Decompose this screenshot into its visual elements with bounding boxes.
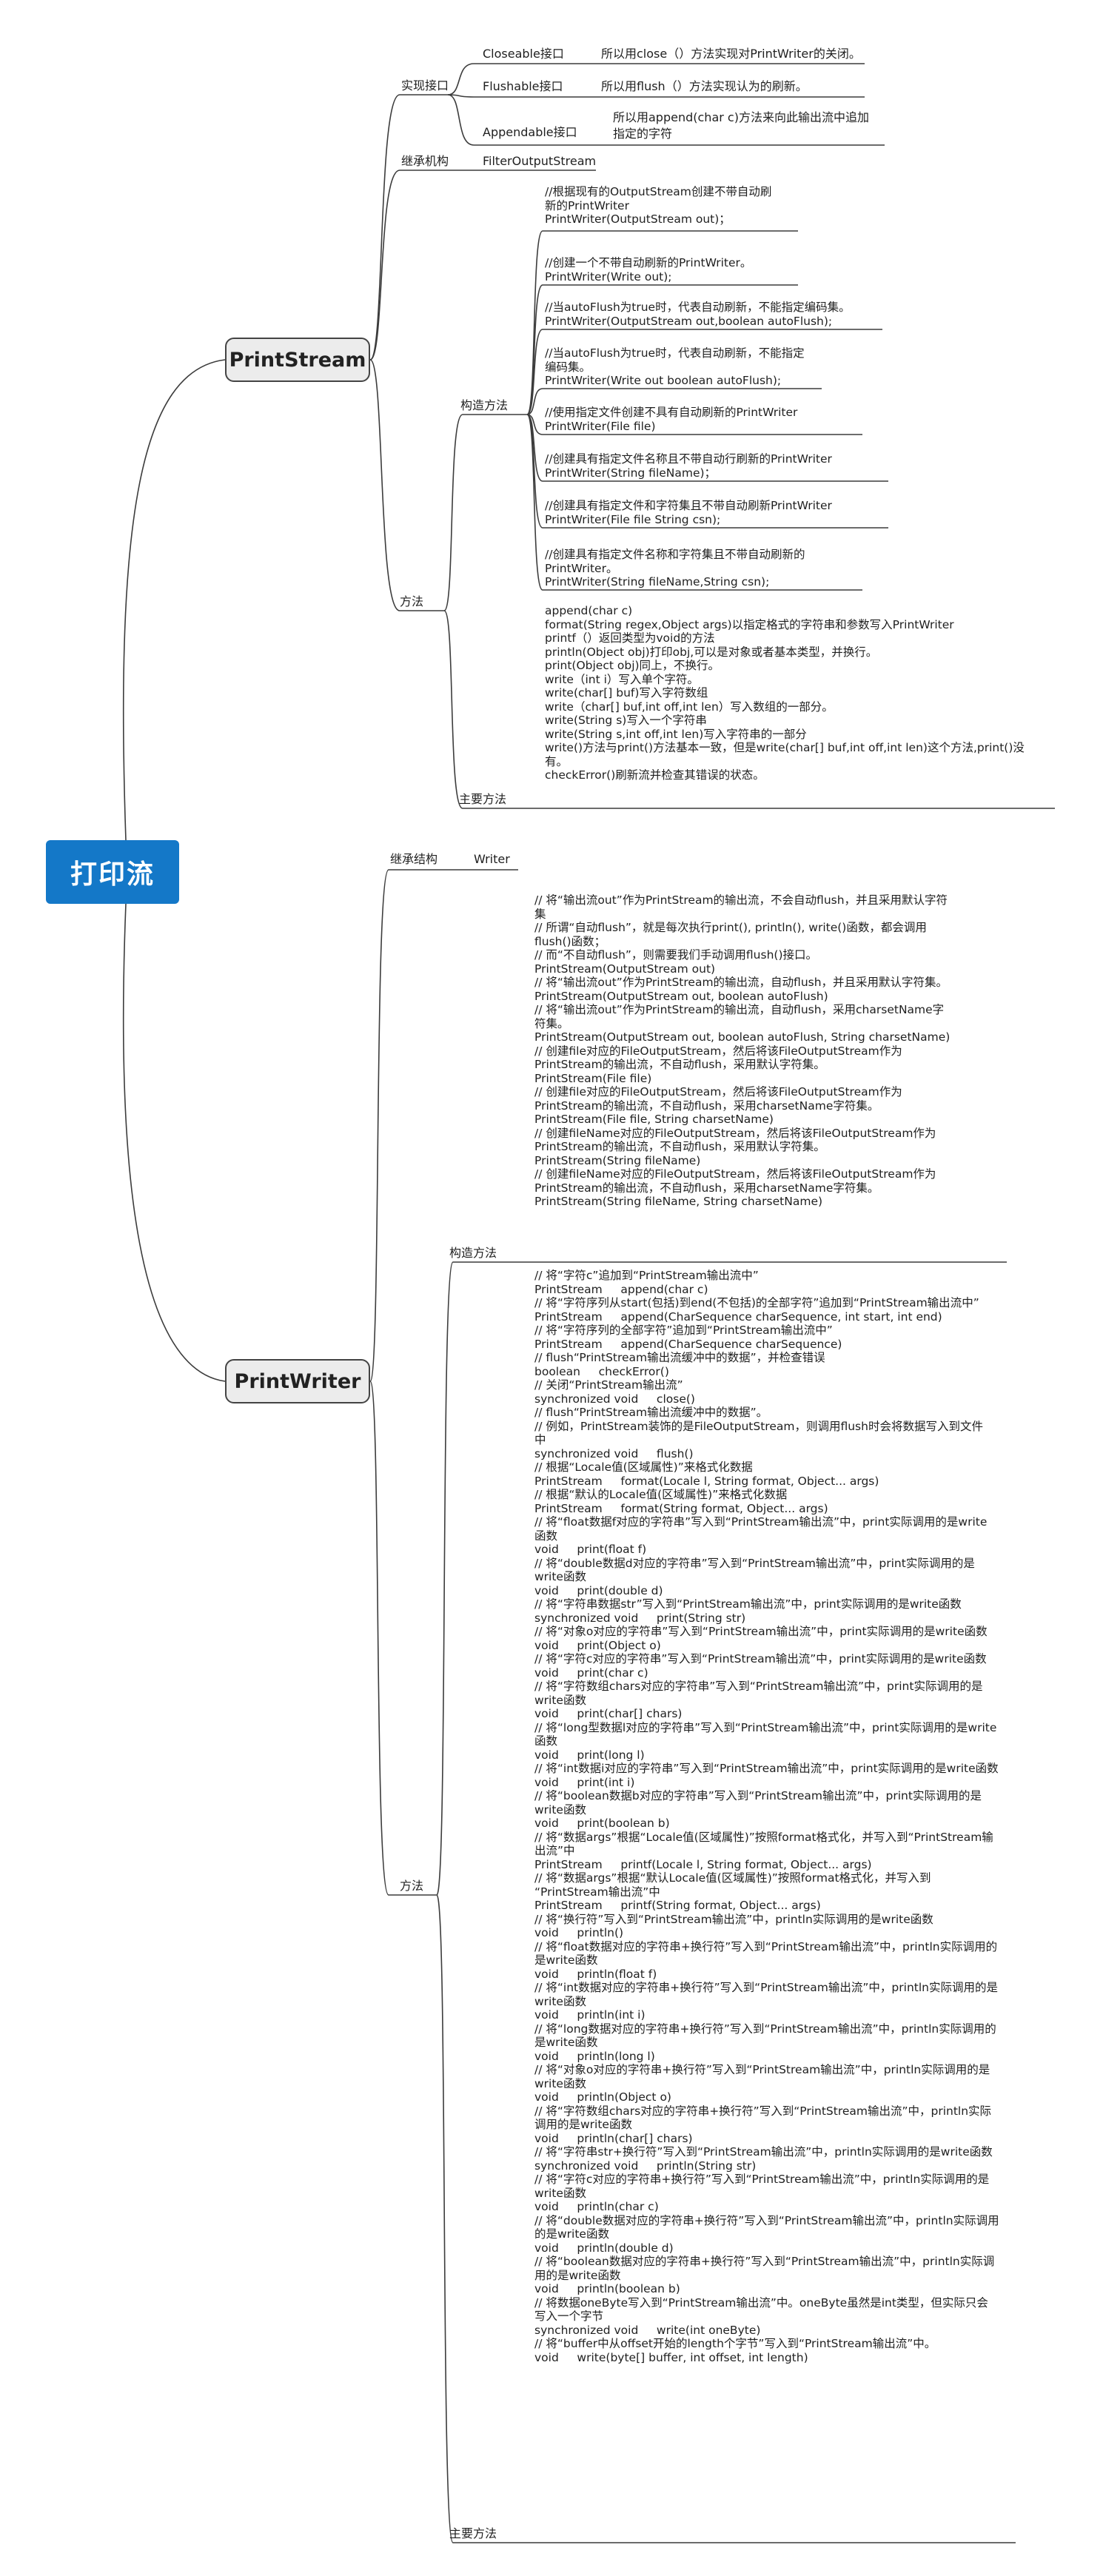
inherit-label: 继承机构 [401,154,449,168]
ctor-item: //创建具有指定文件和字符集且不带自动刷新PrintWriter PrintWr… [545,499,832,526]
root-node: 打印流 [46,840,179,904]
impl-desc: 所以用flush（）方法实现认为的刷新。 [601,79,808,93]
node-printwriter: PrintWriter [225,1359,370,1403]
impl-label: 实现接口 [401,78,449,93]
ctor-item: //使用指定文件创建不具有自动刷新的PrintWriter PrintWrite… [545,406,798,433]
main-methods-label: 主要方法 [459,792,507,806]
ctor-item: //当autoFlush为true时，代表自动刷新，不能指定编码集。 Print… [545,301,851,328]
pw-inherit-label: 继承结构 [390,852,438,866]
ctor-item: //当autoFlush为true时，代表自动刷新，不能指定 编码集。 Prin… [545,346,805,387]
impl-name: Closeable接口 [483,47,564,61]
inherit-value: FilterOutputStream [483,154,597,168]
pw-main-text: // 将“字符c”追加到“PrintStream输出流中” PrintStrea… [534,1269,999,2364]
ctor-label: 构造方法 [460,398,509,412]
ctor-item: //根据现有的OutputStream创建不带自动刷 新的PrintWriter… [545,185,772,226]
methods-label: 方法 [400,594,424,608]
impl-desc: 所以用close（）方法实现对PrintWriter的关闭。 [601,47,861,61]
ctor-item: //创建具有指定文件名称且不带自动行刷新的PrintWriter PrintWr… [545,452,832,480]
ctor-item: //创建一个不带自动刷新的PrintWriter。 PrintWriter(Wr… [545,256,752,284]
pw-main-label: 主要方法 [449,2526,497,2540]
impl-desc: 所以用append(char c)方法来向此输出流中追加指定的字符 [613,110,869,141]
node-printstream: PrintStream [225,338,370,382]
pw-inherit-value: Writer [474,852,510,866]
pw-ctor-text: // 将“输出流out”作为PrintStream的输出流，不会自动flush，… [534,893,951,1208]
impl-name: Flushable接口 [483,79,563,93]
pw-ctor-label: 构造方法 [449,1246,497,1260]
pw-methods-label: 方法 [400,1879,424,1893]
impl-name: Appendable接口 [483,125,577,139]
ctor-item: //创建具有指定文件名称和字符集且不带自动刷新的 PrintWriter。 Pr… [545,548,805,588]
main-methods-text: append(char c) format(String regex,Objec… [545,604,1025,782]
